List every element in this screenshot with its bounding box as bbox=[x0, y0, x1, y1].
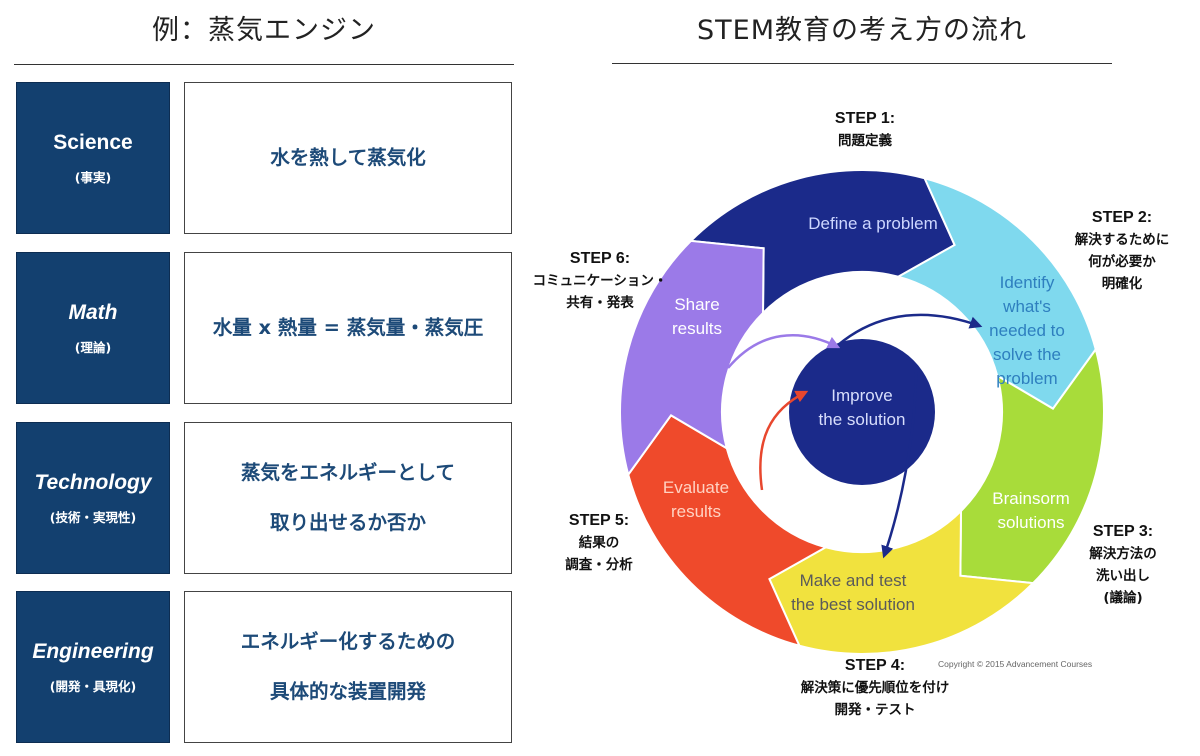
step-line: 解決策に優先順位を付け bbox=[800, 680, 950, 696]
step-line: 開発・テスト bbox=[834, 702, 916, 718]
arrow-evaluate-to-improve bbox=[759, 390, 809, 491]
stem-label-engineering: Engineering (開発・具現化) bbox=[16, 591, 170, 743]
step-line: 解決方法の bbox=[1089, 546, 1157, 562]
stem-example-science: 水を熱して蒸気化 bbox=[184, 82, 512, 234]
right-title: STEM教育の考え方の流れ bbox=[697, 15, 1027, 46]
copyright-text: Copyright © 2015 Advancement Courses bbox=[938, 659, 1093, 669]
stem-example-line: 蒸気をエネルギーとして bbox=[241, 461, 455, 484]
step-heading: STEP 2: bbox=[1091, 209, 1153, 226]
center-label: the solution bbox=[819, 410, 906, 429]
step-line: 解決するために bbox=[1074, 232, 1170, 248]
center-circle bbox=[789, 339, 935, 485]
stem-name: Technology bbox=[34, 470, 152, 494]
stem-label-math: Math (理論) bbox=[16, 252, 170, 404]
stem-name: Math bbox=[68, 300, 118, 324]
step-line: 共有・発表 bbox=[566, 295, 634, 311]
segment-label: results bbox=[672, 319, 722, 338]
step-line: 問題定義 bbox=[838, 133, 892, 149]
stem-row-science: Science (事実) 水を熱して蒸気化 bbox=[16, 82, 512, 234]
segment-share bbox=[619, 239, 765, 477]
stem-name: Science bbox=[53, 130, 133, 154]
step-3-label: STEP 3: 解決方法の 洗い出し (議論) bbox=[1058, 521, 1188, 609]
stem-example-math: 水量 x 熱量 = 蒸気量・蒸気圧 bbox=[184, 252, 512, 404]
step-2-label: STEP 2: 解決するために 何が必要か 明確化 bbox=[1052, 207, 1192, 295]
right-title-rule bbox=[612, 63, 1112, 64]
step-line: 何が必要か bbox=[1088, 254, 1156, 270]
stem-row-math: Math (理論) 水量 x 熱量 = 蒸気量・蒸気圧 bbox=[16, 252, 512, 404]
stem-sub: (理論) bbox=[74, 339, 112, 355]
step-1-label: STEP 1: 問題定義 bbox=[790, 108, 940, 152]
stem-example-engineering: エネルギー化するための 具体的な装置開発 bbox=[184, 591, 512, 743]
segment-label: Evaluate bbox=[663, 478, 729, 497]
stem-example-line: エネルギー化するための bbox=[240, 630, 456, 653]
step-line: (議論) bbox=[1103, 590, 1143, 606]
step-line: 明確化 bbox=[1101, 276, 1143, 292]
step-line: コミュニケーション・ bbox=[532, 273, 668, 289]
left-title-rule bbox=[14, 64, 514, 65]
step-line: 調査・分析 bbox=[565, 557, 633, 573]
step-heading: STEP 6: bbox=[569, 250, 631, 267]
segment-label: Make and test bbox=[800, 571, 907, 590]
stem-label-science: Science (事実) bbox=[16, 82, 170, 234]
segment-label: needed to bbox=[989, 321, 1065, 340]
step-5-label: STEP 5: 結果の 調査・分析 bbox=[534, 510, 664, 576]
segment-label: Share bbox=[674, 295, 719, 314]
stem-sub: (開発・具現化) bbox=[49, 678, 137, 694]
stem-sub: (技術・実現性) bbox=[49, 509, 137, 525]
center-label: Improve bbox=[831, 386, 892, 405]
stem-example-line: 水を熱して蒸気化 bbox=[270, 146, 426, 169]
stem-row-engineering: Engineering (開発・具現化) エネルギー化するための 具体的な装置開… bbox=[16, 591, 512, 743]
step-heading: STEP 4: bbox=[844, 657, 906, 674]
segment-label: Define a problem bbox=[808, 214, 937, 233]
step-line: 洗い出し bbox=[1096, 568, 1150, 584]
step-line: 結果の bbox=[578, 535, 620, 551]
stem-example-line: 水量 x 熱量 = 蒸気量・蒸気圧 bbox=[212, 316, 484, 339]
stem-name: Engineering bbox=[32, 639, 154, 663]
stem-row-technology: Technology (技術・実現性) 蒸気をエネルギーとして 取り出せるか否か bbox=[16, 422, 512, 574]
stem-example-line: 具体的な装置開発 bbox=[269, 680, 426, 703]
arrow-improve-to-identify bbox=[837, 313, 983, 346]
segment-label: results bbox=[671, 502, 721, 521]
segment-label: Identify bbox=[1000, 273, 1055, 292]
segment-label: problem bbox=[996, 369, 1057, 388]
segment-label: the best solution bbox=[791, 595, 915, 614]
step-heading: STEP 1: bbox=[834, 110, 896, 127]
step-heading: STEP 5: bbox=[568, 512, 630, 529]
left-title: 例：蒸気エンジン bbox=[152, 15, 376, 46]
stem-example-line: 取り出せるか否か bbox=[269, 511, 426, 534]
segment-label: Brainsorm bbox=[992, 489, 1069, 508]
arrow-improve-to-make bbox=[881, 371, 918, 559]
step-heading: STEP 3: bbox=[1092, 523, 1154, 540]
step-4-label: STEP 4: 解決策に優先順位を付け 開発・テスト bbox=[770, 655, 980, 721]
step-6-label: STEP 6: コミュニケーション・ 共有・発表 bbox=[520, 248, 680, 314]
arrow-share-to-improve bbox=[727, 334, 841, 369]
stem-sub: (事実) bbox=[74, 169, 112, 185]
segment-label: what's bbox=[1002, 297, 1051, 316]
segment-label: solutions bbox=[997, 513, 1064, 532]
segment-label: solve the bbox=[993, 345, 1061, 364]
stem-example-technology: 蒸気をエネルギーとして 取り出せるか否か bbox=[184, 422, 512, 574]
stem-label-technology: Technology (技術・実現性) bbox=[16, 422, 170, 574]
